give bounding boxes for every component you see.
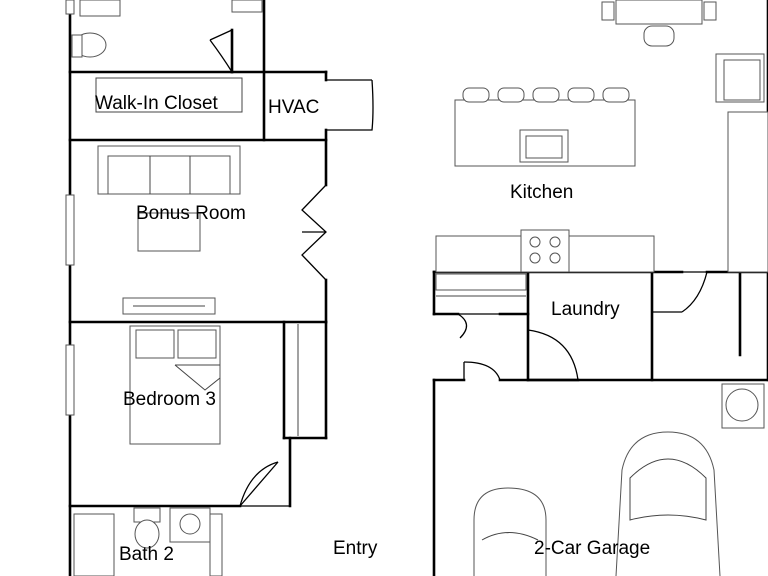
room-label-bath-2: Bath 2 xyxy=(119,544,174,565)
room-label-entry: Entry xyxy=(333,538,378,559)
windows xyxy=(65,0,75,416)
room-label-kitchen: Kitchen xyxy=(510,182,574,203)
walls xyxy=(68,0,768,576)
fixtures xyxy=(71,0,768,576)
room-label-bedroom-3: Bedroom 3 xyxy=(123,389,216,410)
room-label-hvac: HVAC xyxy=(268,97,320,118)
room-label-laundry: Laundry xyxy=(551,299,620,320)
doors xyxy=(209,29,708,507)
room-label-garage: 2-Car Garage xyxy=(534,538,651,559)
room-label-bonus-room: Bonus Room xyxy=(136,203,246,224)
room-label-walk-in-closet: Walk-In Closet xyxy=(95,93,218,114)
